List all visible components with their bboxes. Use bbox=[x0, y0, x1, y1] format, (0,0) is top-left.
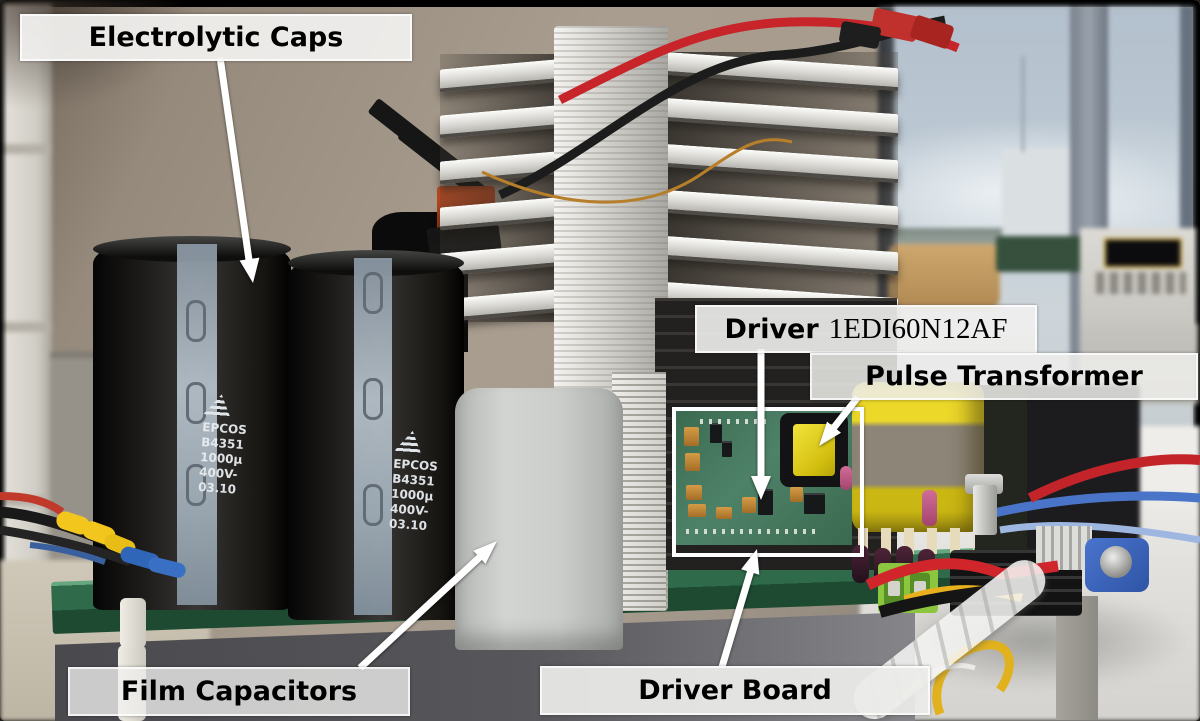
label-film-capacitors-text: Film Capacitors bbox=[120, 676, 358, 707]
pink-capacitor bbox=[840, 466, 852, 490]
pink-capacitor bbox=[922, 490, 937, 526]
capacitor-print: EPCOS B4351 1000µ 400V- 03.10 bbox=[198, 393, 291, 501]
background-cardboard-box bbox=[888, 244, 1000, 308]
electrolytic-capacitor-2: EPCOS B4351 1000µ 400V- 03.10 bbox=[288, 250, 466, 620]
shelf-line bbox=[4, 322, 52, 332]
electrolytic-capacitor-1: EPCOS B4351 1000µ 400V- 03.10 bbox=[93, 236, 291, 610]
smd-capacitor bbox=[790, 487, 803, 502]
stripe-slot bbox=[363, 272, 383, 314]
solder-pads bbox=[686, 529, 818, 534]
label-driver-board: Driver Board bbox=[540, 666, 930, 715]
shelf-line bbox=[4, 496, 52, 506]
label-driver-text: Driver bbox=[724, 313, 819, 345]
label-driver: Driver 1EDI60N12AF bbox=[695, 305, 1037, 353]
stripe-slot bbox=[363, 378, 383, 420]
nylon-standoff bbox=[120, 598, 146, 648]
label-pulse-transformer: Pulse Transformer bbox=[810, 353, 1198, 400]
film-capacitor bbox=[455, 388, 623, 650]
label-electrolytic-caps: Electrolytic Caps bbox=[20, 14, 412, 61]
window-antenna bbox=[1022, 56, 1024, 152]
terminal-screw bbox=[888, 581, 900, 596]
driver-board-highlight-box bbox=[672, 407, 864, 557]
label-driver-board-text: Driver Board bbox=[638, 675, 832, 706]
stripe-slot bbox=[186, 300, 206, 342]
terminal-screw bbox=[914, 581, 926, 596]
stripe-slot bbox=[363, 484, 383, 526]
label-electrolytic-caps-text: Electrolytic Caps bbox=[88, 22, 344, 53]
smd-capacitor bbox=[716, 507, 732, 519]
label-film-capacitors: Film Capacitors bbox=[68, 667, 410, 716]
epcos-logo bbox=[392, 430, 428, 456]
smd-ic bbox=[710, 423, 722, 443]
smd-capacitor bbox=[684, 427, 699, 446]
smd-capacitor bbox=[742, 497, 756, 513]
stripe-slot bbox=[186, 464, 206, 506]
capacitor-print: EPCOS B4351 1000µ 400V- 03.10 bbox=[389, 430, 466, 537]
smd-capacitor bbox=[685, 453, 700, 471]
capacitor-stripe bbox=[354, 258, 392, 615]
smd-ic bbox=[722, 441, 732, 457]
connector-bolt bbox=[1100, 546, 1132, 578]
label-pulse-transformer-text: Pulse Transformer bbox=[865, 361, 1143, 392]
window-building bbox=[1002, 148, 1070, 244]
shelf-line bbox=[4, 144, 52, 154]
soic-ic bbox=[804, 493, 825, 514]
smd-capacitor bbox=[688, 504, 706, 517]
stripe-slot bbox=[186, 382, 206, 424]
capacitor-stripe bbox=[177, 244, 217, 605]
smd-capacitor bbox=[686, 485, 702, 500]
label-driver-part-number: 1EDI60N12AF bbox=[828, 312, 1008, 345]
instrument-display bbox=[1104, 238, 1182, 268]
green-terminal-block bbox=[878, 563, 938, 613]
instrument-buttons bbox=[1096, 272, 1186, 294]
solder-pads bbox=[700, 419, 770, 424]
standoff-bolt bbox=[973, 485, 997, 535]
standoff-right bbox=[1056, 596, 1098, 720]
main-transformer bbox=[852, 382, 984, 532]
epcos-logo bbox=[201, 393, 237, 419]
white-slat-stack bbox=[1036, 526, 1092, 570]
